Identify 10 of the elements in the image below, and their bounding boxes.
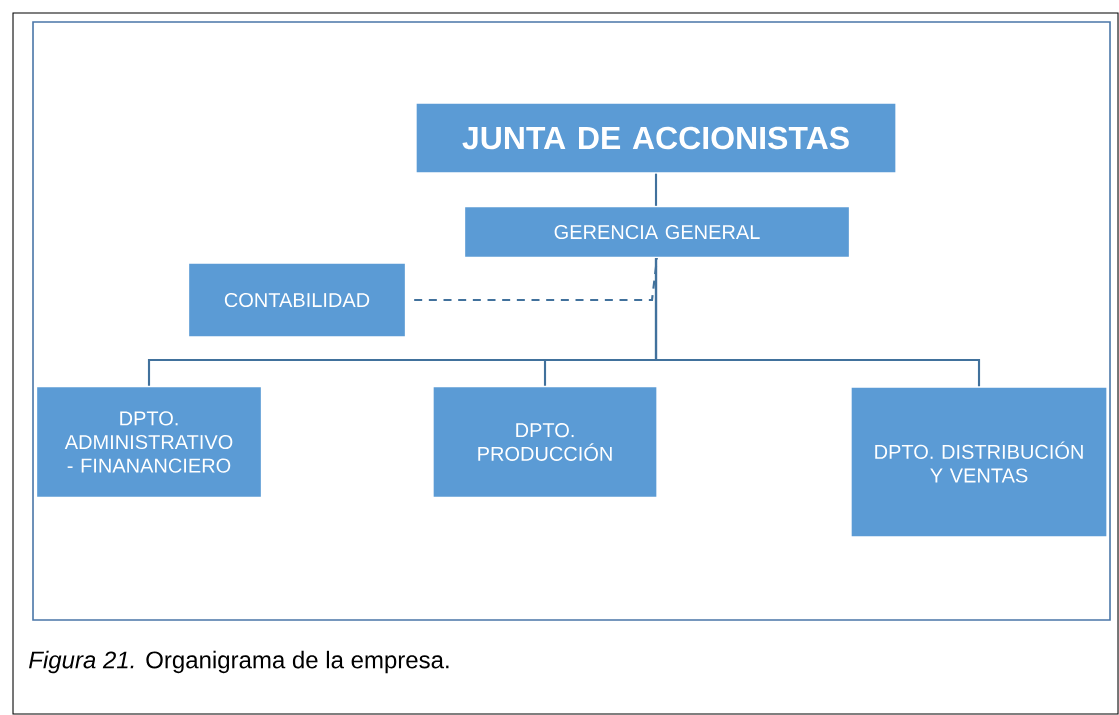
department-box: DPTO. DISTRIBUCIÓN Y VENTAS xyxy=(850,386,1108,538)
figure-caption: Figura 21. Organigrama de la empresa. xyxy=(29,650,449,674)
department-box: CONTABILIDAD xyxy=(187,262,407,338)
manager-box: GERENCIA GENERAL xyxy=(463,205,851,259)
dashed-connector xyxy=(414,258,659,302)
connector-line xyxy=(654,258,981,387)
title-box: JUNTA DE ACCIONISTAS xyxy=(415,102,897,174)
connector-line xyxy=(654,173,658,206)
department-box: DPTO. ADMINISTRATIVO - FINANANCIERO xyxy=(35,385,263,499)
department-box: DPTO. PRODUCCIÓN xyxy=(432,385,658,499)
